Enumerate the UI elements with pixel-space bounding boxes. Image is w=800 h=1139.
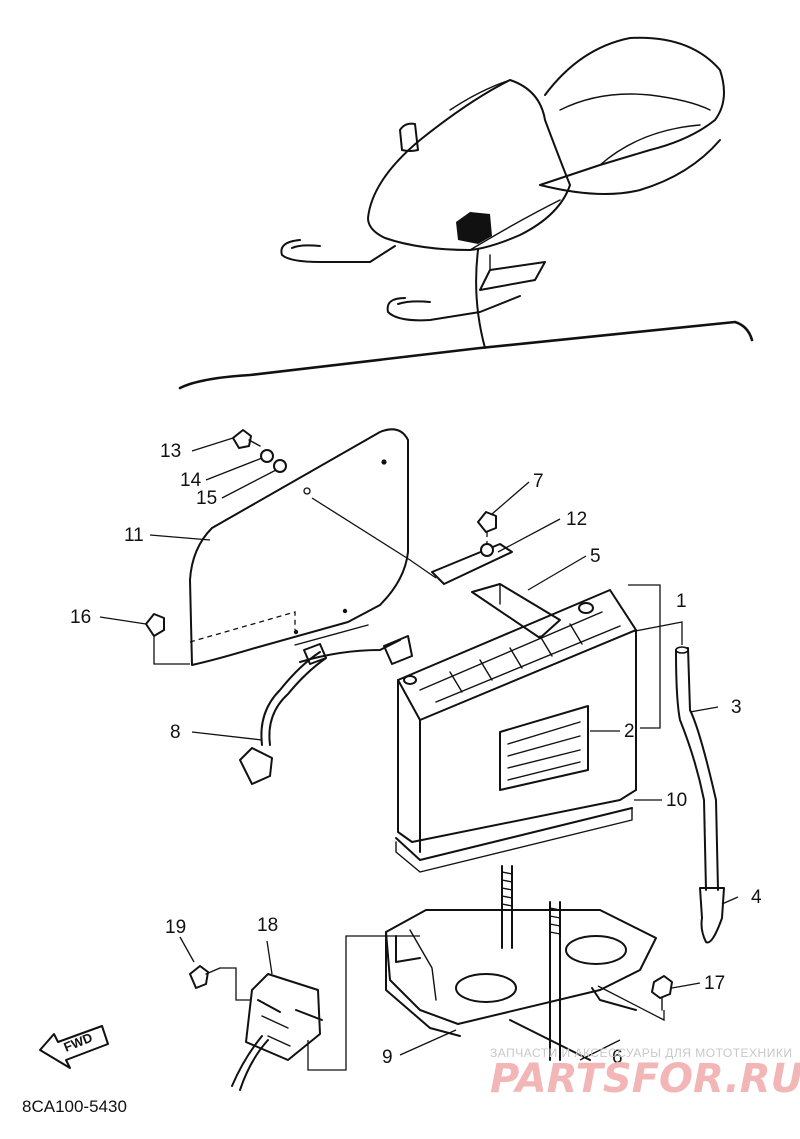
callout-13: 13 — [160, 441, 181, 462]
callout-5: 5 — [590, 546, 601, 567]
section-separator — [178, 320, 754, 390]
watermark-brand: PARTSFOR.RU — [490, 1056, 800, 1102]
battery-location-marker — [456, 212, 492, 244]
lead-wire-8 — [239, 635, 413, 785]
bolt-19 — [189, 965, 209, 989]
callout-3: 3 — [731, 697, 742, 718]
battery-cover — [189, 428, 409, 666]
washer-14 — [260, 449, 274, 463]
callout-18: 18 — [257, 915, 278, 936]
callout-17: 17 — [704, 973, 725, 994]
bolt-13 — [232, 429, 261, 449]
bolt-17 — [651, 975, 673, 999]
fwd-arrow: FWD — [39, 1025, 109, 1069]
callout-16: 16 — [70, 607, 91, 628]
fitting-4 — [699, 887, 725, 944]
callout-10: 10 — [666, 790, 687, 811]
callout-14: 14 — [180, 470, 202, 491]
nut-7 — [477, 511, 497, 533]
bracket-12 — [431, 543, 513, 585]
watermark-tagline: ЗАПЧАСТИ И АКСЕССУАРЫ ДЛЯ МОТОТЕХНИКИ — [490, 1046, 792, 1060]
washer-15 — [273, 459, 287, 473]
callout-8: 8 — [170, 722, 181, 743]
callout-4: 4 — [751, 887, 762, 908]
relay-18 — [231, 973, 323, 1091]
callout-7: 7 — [533, 471, 544, 492]
snowmobile-overview — [280, 36, 725, 349]
breather-tube-3 — [675, 646, 719, 891]
callout-12: 12 — [566, 509, 587, 530]
callout-1: 1 — [676, 591, 687, 612]
callout-6: 6 — [612, 1047, 623, 1068]
part-code: 8CA100-5430 — [22, 1097, 127, 1116]
callout-11: 11 — [124, 525, 144, 546]
battery — [395, 589, 637, 873]
hold-down-strap-5 — [471, 583, 561, 639]
nut-16 — [145, 613, 165, 637]
callout-15: 15 — [196, 488, 217, 509]
callout-19: 19 — [165, 917, 186, 938]
callout-2: 2 — [624, 721, 635, 742]
callout-9: 9 — [382, 1047, 393, 1068]
battery-box-9 — [385, 865, 657, 1061]
